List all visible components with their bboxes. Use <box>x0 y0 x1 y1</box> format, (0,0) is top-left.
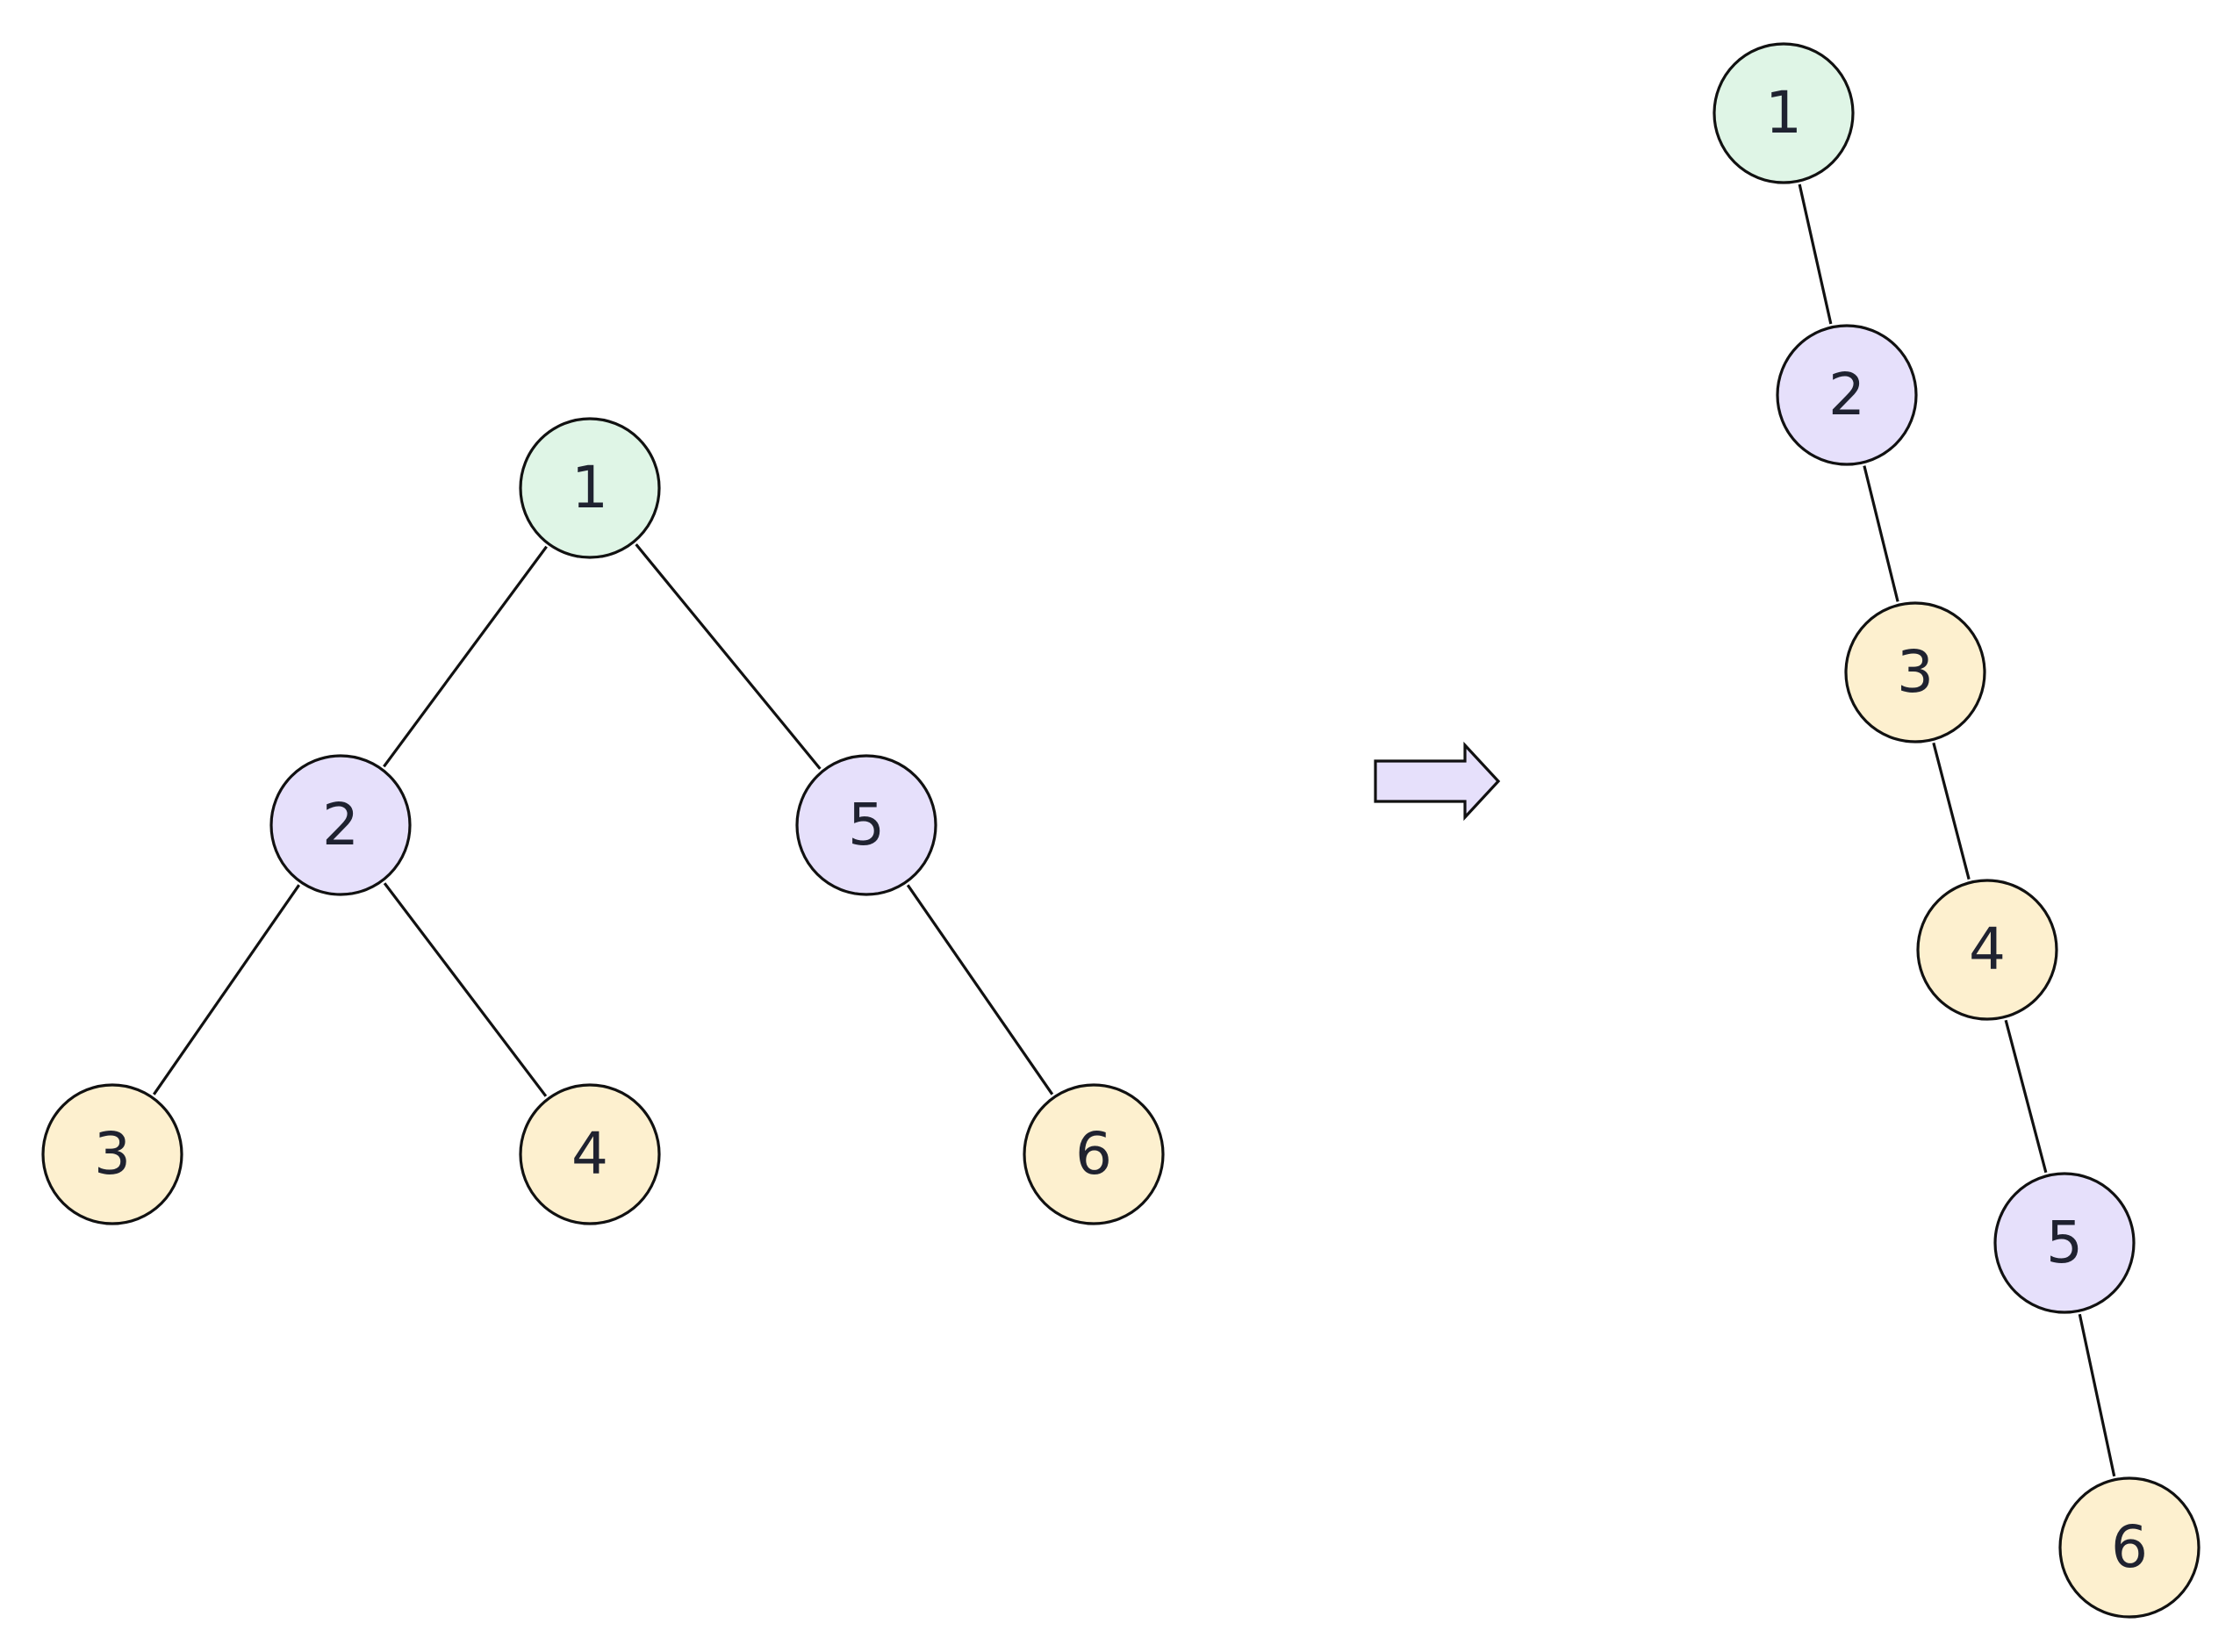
flattened-list-node: 5 <box>1993 1172 2136 1314</box>
nodes-layer: 1 2 5 3 4 6 1 2 3 4 5 6 <box>41 42 2201 1619</box>
node-circle <box>1993 1172 2136 1314</box>
node-label: 1 <box>571 454 608 521</box>
original-tree-edge <box>152 884 301 1095</box>
original-tree-node: 2 <box>269 754 412 896</box>
node-circle <box>1712 42 1855 184</box>
node-label: 6 <box>2111 1513 2148 1581</box>
node-circle <box>2058 1476 2201 1619</box>
transform-arrow <box>1374 741 1501 822</box>
node-circle <box>519 417 661 559</box>
node-circle <box>795 754 937 896</box>
original-tree-edge <box>383 882 548 1097</box>
flattened-list-edge <box>1863 465 1899 602</box>
original-tree-edge <box>906 884 1054 1095</box>
node-label: 3 <box>1897 638 1934 706</box>
node-circle <box>519 1083 661 1225</box>
node-circle <box>1916 879 2058 1021</box>
original-tree-node: 6 <box>1023 1083 1165 1225</box>
original-tree-edge <box>383 545 548 768</box>
flattened-list-edge <box>2078 1313 2116 1477</box>
node-circle <box>269 754 412 896</box>
flattened-list-node: 1 <box>1712 42 1855 184</box>
flattened-list-edge <box>1798 183 1833 325</box>
original-tree-edge <box>635 543 822 770</box>
node-label: 5 <box>848 791 885 858</box>
original-tree-node: 4 <box>519 1083 661 1225</box>
flattened-list-edge <box>2004 1019 2048 1174</box>
node-circle <box>1844 601 1986 743</box>
original-tree-node: 1 <box>519 417 661 559</box>
original-tree-node: 3 <box>41 1083 183 1225</box>
edges-layer <box>152 183 2116 1477</box>
flattened-list-node: 3 <box>1844 601 1986 743</box>
node-circle <box>1776 324 1918 466</box>
node-label: 2 <box>322 791 359 858</box>
node-circle <box>41 1083 183 1225</box>
flattened-list-node: 6 <box>2058 1476 2201 1619</box>
flattened-list-node: 2 <box>1776 324 1918 466</box>
node-label: 6 <box>1075 1120 1112 1188</box>
node-label: 4 <box>1969 916 2006 983</box>
original-tree-node: 5 <box>795 754 937 896</box>
right-arrow-icon <box>1374 741 1501 822</box>
node-label: 2 <box>1828 361 1865 428</box>
node-label: 4 <box>571 1120 608 1188</box>
node-circle <box>1023 1083 1165 1225</box>
node-label: 3 <box>94 1120 131 1188</box>
node-label: 1 <box>1765 79 1802 147</box>
node-label: 5 <box>2046 1209 2083 1276</box>
flattened-list-node: 4 <box>1916 879 2058 1021</box>
flattened-list-edge <box>1932 742 1971 880</box>
